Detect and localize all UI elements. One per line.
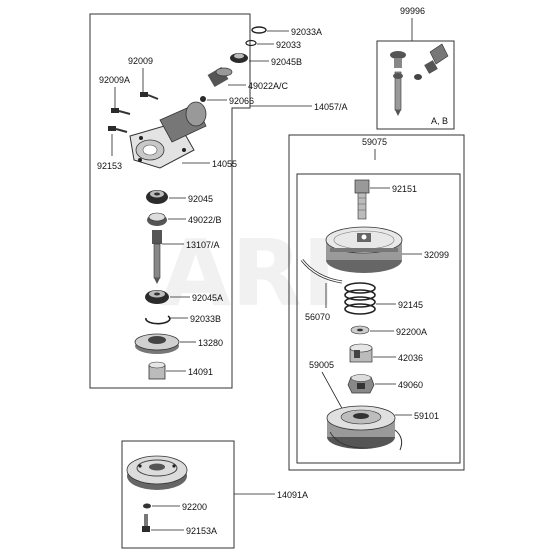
label-92009: 92009: [128, 56, 153, 66]
label-92153A: 92153A: [186, 526, 217, 536]
part-92153A-bolt: [142, 514, 150, 532]
part-92009-bolt: [140, 92, 159, 100]
label-32099: 32099: [424, 250, 449, 260]
part-92200-washer: [143, 503, 151, 509]
part-92033A-circlip: [251, 26, 267, 34]
kit-99996-frame: [376, 40, 455, 130]
part-99996-nut: [424, 43, 449, 74]
part-92045A-bearing: [145, 290, 169, 304]
label-92045A: 92045A: [192, 293, 223, 303]
label-49022AC: 49022A/C: [248, 81, 289, 91]
part-92145-spring: [344, 282, 376, 315]
part-14055-gear-housing: [129, 101, 207, 169]
label-92033B: 92033B: [190, 314, 221, 324]
part-49022AC-gear: [207, 66, 233, 88]
label-99996: 99996: [400, 6, 425, 16]
part-92045-bearing: [146, 190, 168, 204]
head-outer-frame: [288, 134, 465, 471]
part-13280-cover: [134, 333, 180, 354]
part-32099-cover: [325, 226, 403, 273]
label-92045B: 92045B: [271, 57, 302, 67]
part-92033B-circlip: [145, 315, 171, 325]
label-56070: 56070: [305, 312, 330, 322]
label-49022B: 49022/B: [188, 215, 222, 225]
label-92033: 92033: [276, 40, 301, 50]
part-49022B-gear: [147, 212, 167, 226]
label-14055: 14055: [212, 159, 237, 169]
label-92200: 92200: [182, 502, 207, 512]
label-AB: A, B: [431, 116, 448, 126]
part-92151-bolt: [354, 179, 370, 220]
part-92045B-bearing: [230, 53, 248, 63]
leader-59005: [321, 371, 345, 413]
label-92151: 92151: [392, 184, 417, 194]
label-13107A: 13107/A: [186, 240, 220, 250]
label-14091: 14091: [188, 367, 213, 377]
label-59075: 59075: [362, 137, 387, 147]
head-inner-frame: [296, 173, 461, 464]
label-92066: 92066: [229, 96, 254, 106]
label-14057A: 14057/A: [314, 102, 348, 112]
label-42036: 42036: [398, 353, 423, 363]
part-92066-plug: [200, 96, 206, 102]
part-14091A-cover: [126, 455, 188, 490]
label-49060: 49060: [398, 380, 423, 390]
watermark: ARI: [160, 220, 336, 327]
part-99996-spindle: [390, 51, 406, 116]
label-92033A: 92033A: [291, 27, 322, 37]
label-92145: 92145: [398, 300, 423, 310]
gear-case-frame: [89, 13, 251, 389]
part-92033-ring: [245, 39, 257, 47]
part-42036-hub: [349, 343, 373, 363]
part-14091-collar: [148, 361, 166, 380]
part-59101-spool: [326, 405, 403, 451]
label-13280: 13280: [198, 338, 223, 348]
part-92153-bolt: [108, 126, 128, 133]
part-99996-washer: [414, 74, 422, 80]
part-13107A-shaft: [152, 230, 162, 284]
cover-14091A-frame: [121, 440, 235, 549]
label-92200A: 92200A: [396, 327, 427, 337]
label-59005: 59005: [309, 360, 334, 370]
label-92009A: 92009A: [99, 75, 130, 85]
label-92153: 92153: [97, 161, 122, 171]
label-59101: 59101: [414, 411, 439, 421]
label-14091A: 14091A: [277, 490, 308, 500]
part-49060-nut: [347, 374, 375, 394]
part-92009A-bolt: [111, 108, 131, 115]
part-92200A-washer: [350, 325, 370, 335]
label-92045: 92045: [188, 194, 213, 204]
